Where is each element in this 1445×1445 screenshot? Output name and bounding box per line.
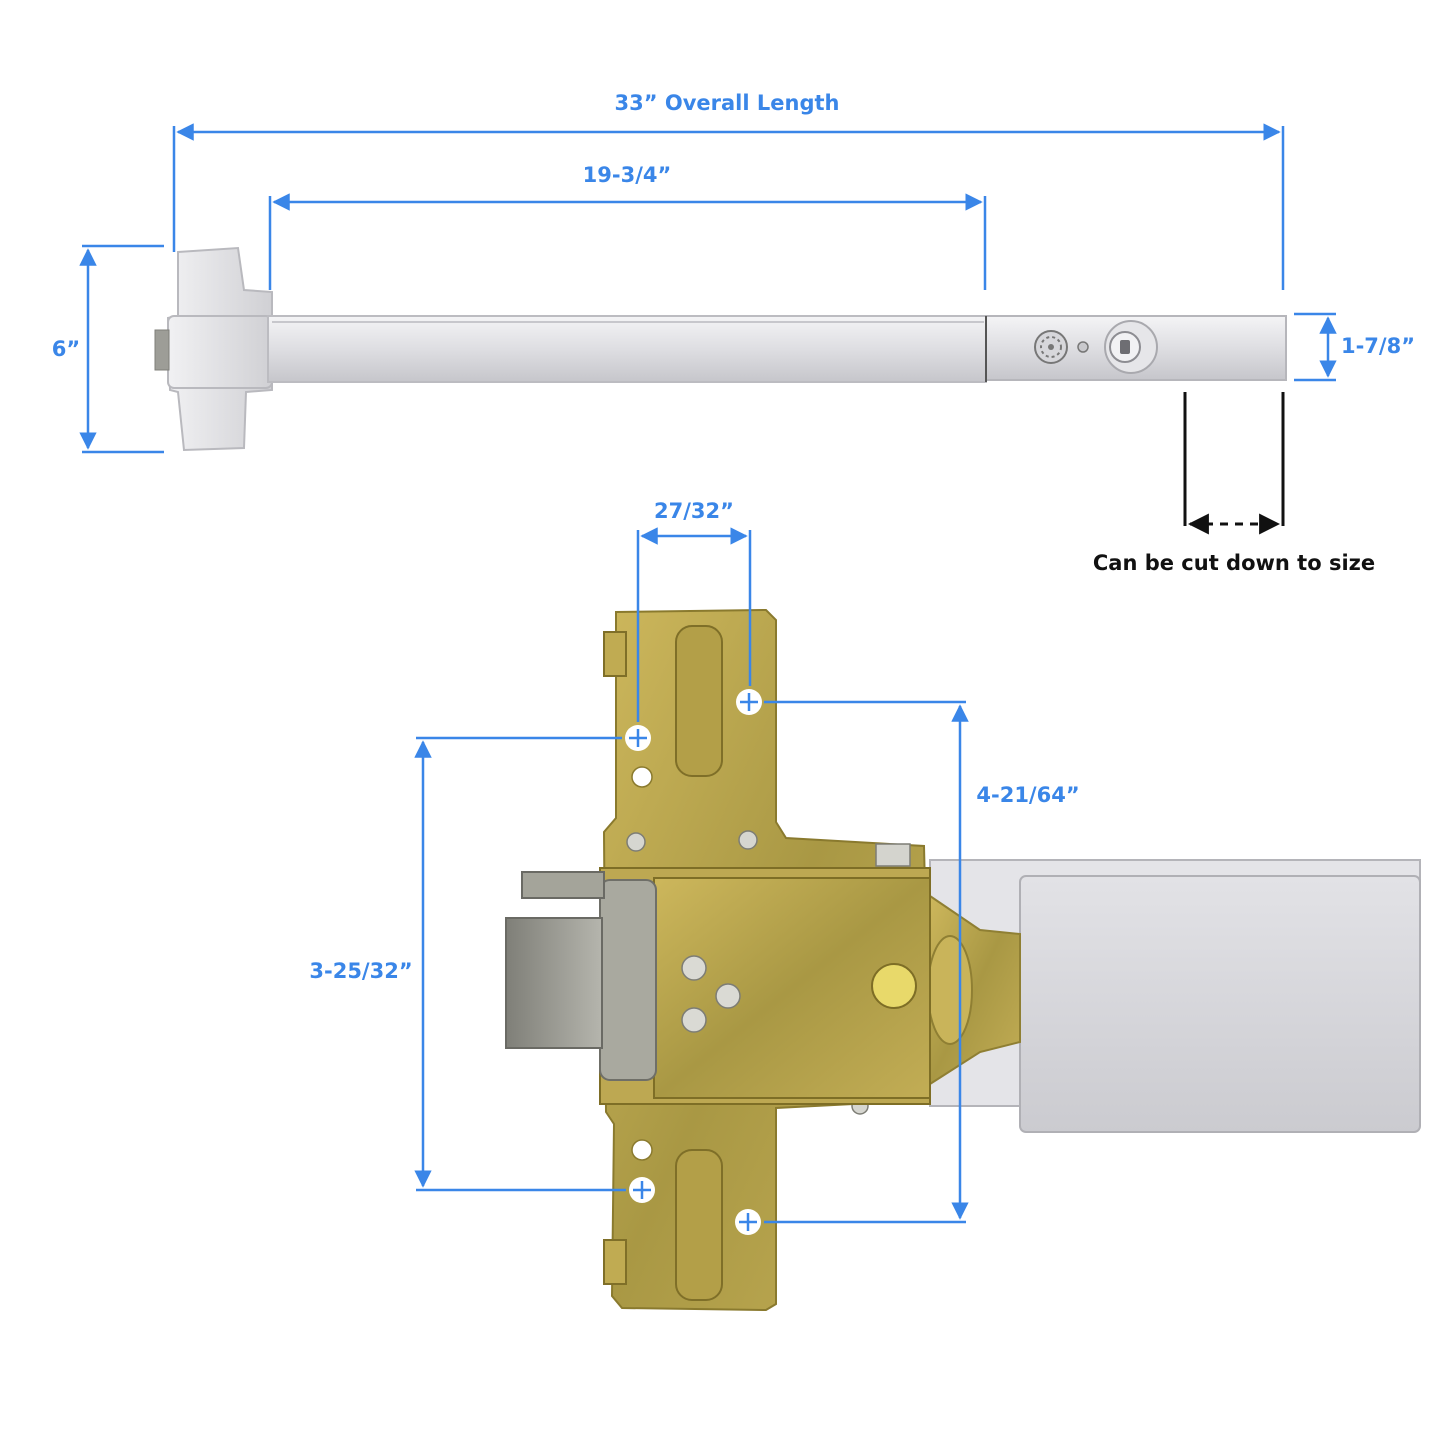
overall-length-label: 33” Overall Length [615, 91, 840, 115]
crosshair-hole-icon [735, 1209, 761, 1235]
push-bar [267, 315, 987, 383]
latch-closeup [505, 608, 1421, 1312]
exit-device-side-view [154, 246, 1287, 452]
small-hole [631, 766, 653, 788]
hole-spacing-outer-vertical-label: 4-21/64” [976, 783, 1079, 807]
dimension-hole-spacing-inner-vertical: 3-25/32” [309, 736, 626, 1192]
screw [1077, 341, 1089, 353]
crosshair-hole-icon [629, 1177, 655, 1203]
dimension-hole-spacing-outer-vertical: 4-21/64” [764, 700, 1080, 1224]
rail-end-cap [1019, 875, 1421, 1133]
end-cap-body [167, 315, 273, 389]
hole-spacing-horizontal-label: 27/32” [654, 499, 734, 523]
housing-screw [715, 983, 741, 1009]
pushpad-length-label: 19-3/4” [583, 163, 672, 187]
lower-slot [675, 1149, 723, 1301]
crosshair-hole-icon [736, 689, 762, 715]
bar-depth-label: 1-7/8” [1341, 334, 1415, 358]
crosshair-hole-icon [625, 725, 651, 751]
latch-bolt [505, 917, 603, 1049]
housing-screw [681, 955, 707, 981]
upper-tab [603, 631, 627, 677]
dimension-pushpad-length: 19-3/4” [268, 163, 987, 290]
dimension-height: 6” [52, 244, 164, 454]
speaker-grille-icon [1034, 330, 1068, 364]
upper-slot [675, 625, 723, 777]
housing-hole [871, 963, 917, 1009]
height-label: 6” [52, 337, 80, 361]
hole-spacing-inner-vertical-label: 3-25/32” [309, 959, 412, 983]
dimension-overall-length: 33” Overall Length [172, 91, 1285, 290]
key-cylinder-icon [1104, 320, 1158, 374]
lower-tab [603, 1239, 627, 1285]
hinge-barrel [599, 879, 657, 1081]
latch-guard [521, 871, 605, 899]
cut-note-label: Can be cut down to size [1093, 551, 1375, 575]
latch-stub [154, 329, 170, 371]
housing-screw [681, 1007, 707, 1033]
dimension-bar-depth: 1-7/8” [1294, 312, 1415, 382]
adjust-screw [875, 843, 911, 867]
rivet [626, 832, 646, 852]
dimension-hole-spacing-horizontal: 27/32” [636, 499, 752, 722]
cut-to-size-indicator: Can be cut down to size [1093, 392, 1375, 575]
rivet [738, 830, 758, 850]
linkage-rivet [927, 935, 973, 1045]
small-hole [631, 1139, 653, 1161]
